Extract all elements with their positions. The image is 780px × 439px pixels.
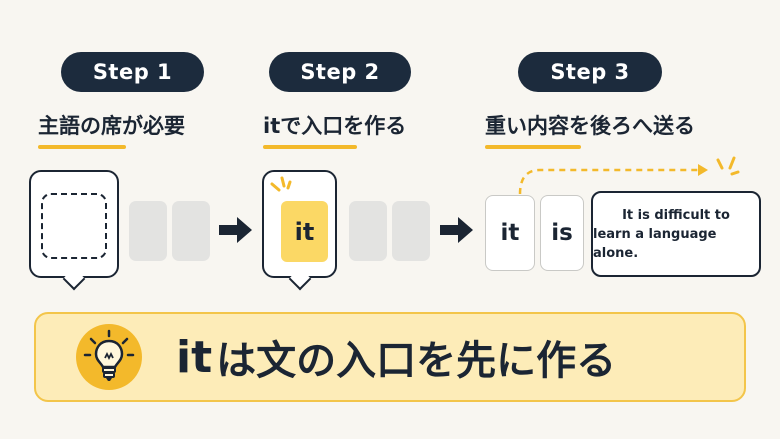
step-3-title: 重い内容を後ろへ送る — [485, 114, 695, 138]
word-card-it: it — [485, 195, 535, 271]
step-2-label: Step 2 — [300, 60, 380, 84]
summary-rest: は文の入口を先に作る — [216, 338, 617, 384]
it-subject-block: it — [281, 201, 328, 262]
sparkle-icon-step-3 — [716, 156, 740, 176]
bulb-circle — [76, 324, 142, 390]
step-3-pill: Step 3 — [518, 52, 662, 92]
step-3-label: Step 3 — [550, 60, 630, 84]
step-1-gray-block-2 — [172, 201, 210, 261]
sparkle-icon-step-2 — [270, 176, 292, 192]
step-2-gray-block-1 — [349, 201, 387, 261]
empty-subject-slot — [41, 193, 107, 259]
right-arrow-icon-2 — [440, 217, 473, 243]
step-1-bubble — [29, 170, 119, 278]
it-subject-text: it — [294, 217, 315, 246]
step-1-gray-block-1 — [129, 201, 167, 261]
summary-text: it は文の入口を先に作る — [176, 314, 616, 400]
step-2-title: itで入口を作る — [263, 114, 407, 138]
step-3-underline — [485, 145, 581, 149]
step-1-title: 主語の席が必要 — [38, 114, 185, 138]
step-1-label: Step 1 — [92, 60, 173, 84]
step-2-gray-block-2 — [392, 201, 430, 261]
sentence-line-2: learn a language alone. — [593, 226, 717, 261]
step-2-underline — [263, 145, 357, 149]
step-1-underline — [38, 145, 126, 149]
moved-content-card: It is difficult to learn a language alon… — [591, 191, 761, 277]
word-card-is: is — [540, 195, 584, 271]
dashed-move-arrow — [518, 164, 708, 195]
summary-banner: it は文の入口を先に作る — [34, 312, 746, 402]
lightbulb-icon — [83, 329, 135, 381]
word-card-it-text: it — [500, 220, 520, 246]
word-card-is-text: is — [551, 220, 573, 246]
step-2-pill: Step 2 — [269, 52, 411, 92]
summary-it: it — [176, 331, 213, 383]
sentence-line-1: It is difficult to — [622, 207, 730, 223]
step-1-pill: Step 1 — [61, 52, 204, 92]
right-arrow-icon-1 — [219, 217, 252, 243]
